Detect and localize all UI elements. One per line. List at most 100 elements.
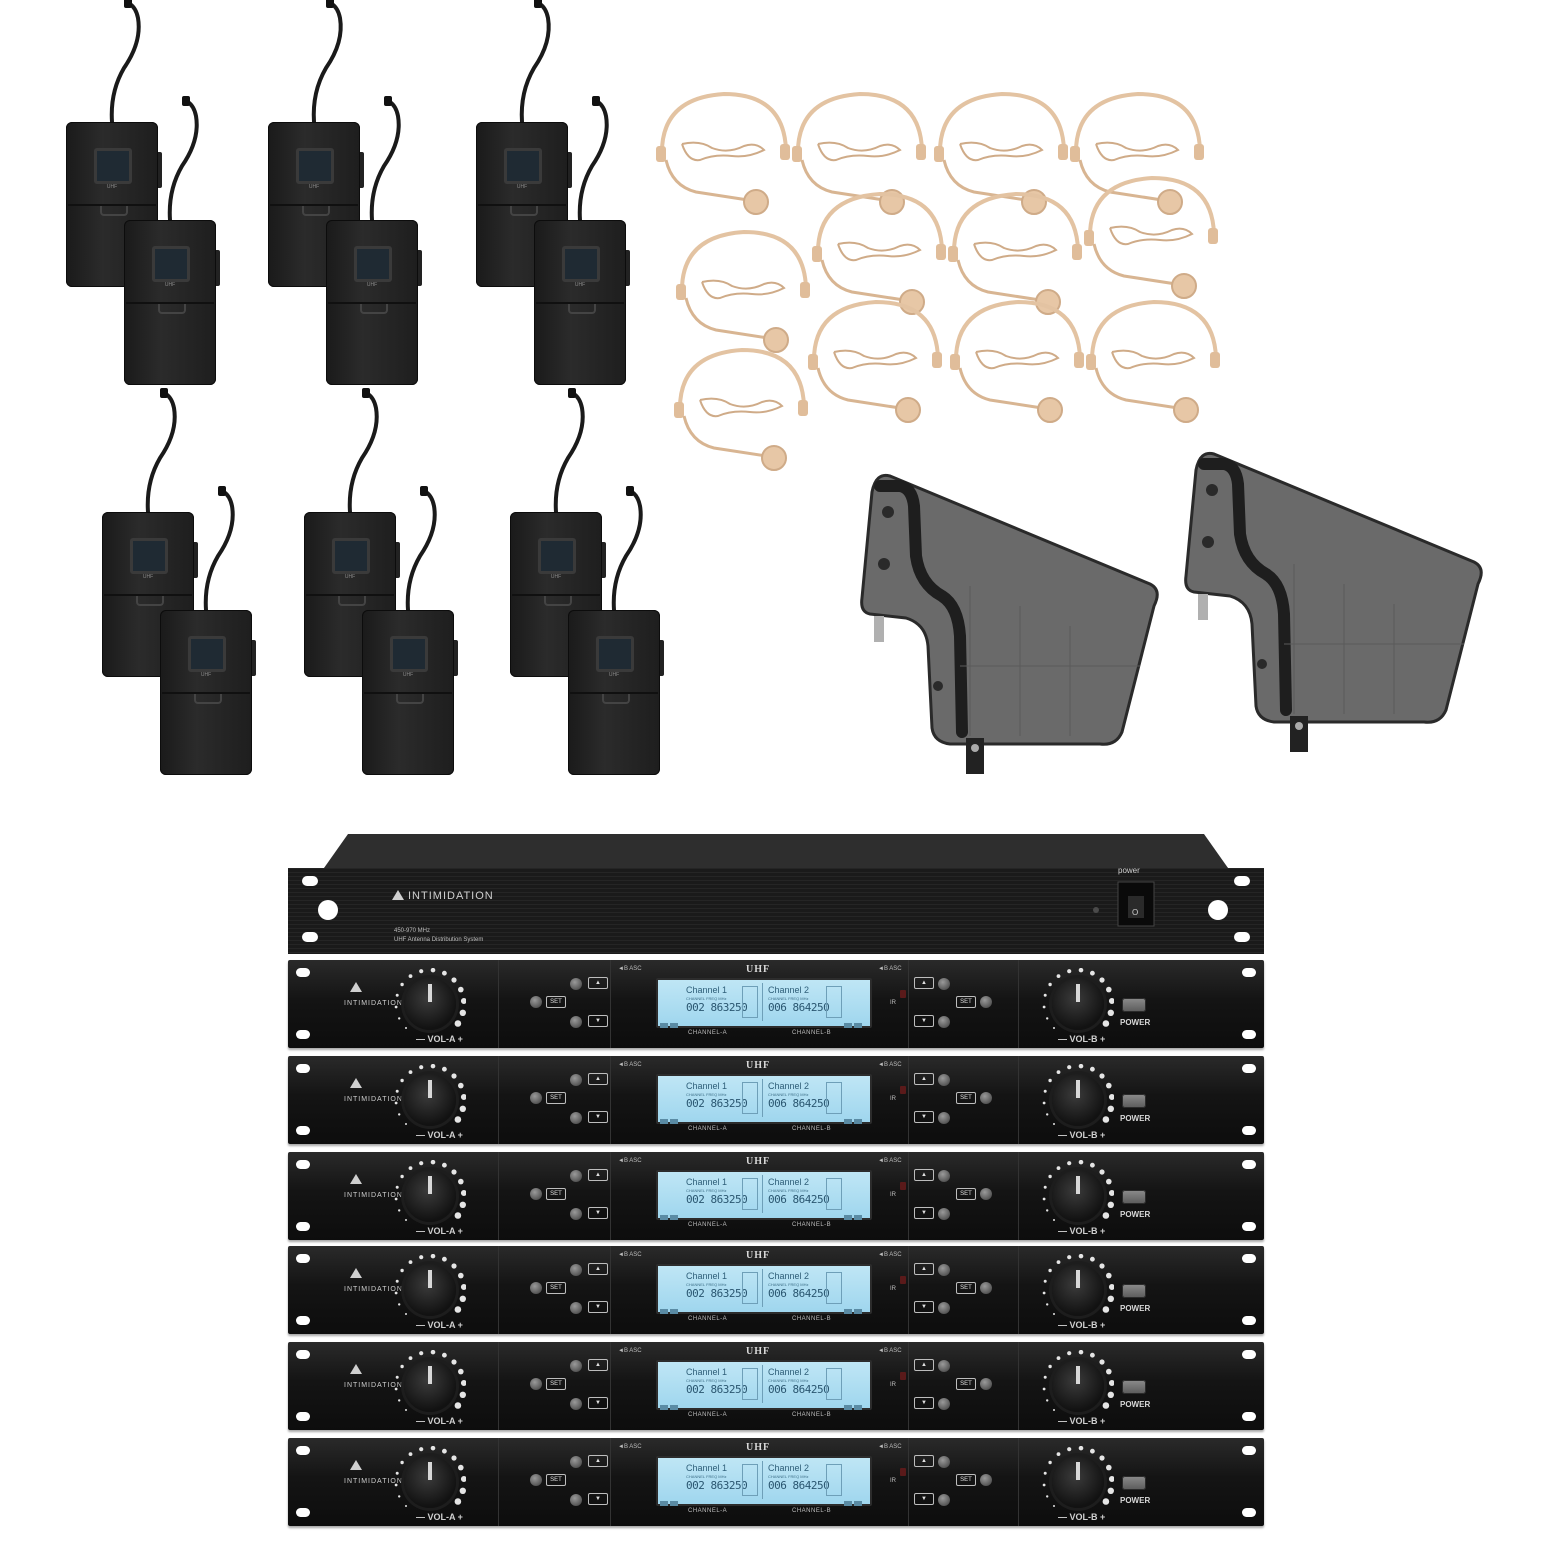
volume-b-knob[interactable] bbox=[1052, 1074, 1104, 1126]
set-a-button[interactable]: SET bbox=[546, 1378, 566, 1390]
receiver-power-button[interactable] bbox=[1122, 1094, 1146, 1108]
set-a-knob[interactable] bbox=[530, 1092, 542, 1104]
sync-b-button[interactable] bbox=[938, 1208, 950, 1220]
volume-b-knob[interactable] bbox=[1052, 1456, 1104, 1508]
headset-microphone bbox=[1086, 299, 1220, 423]
set-b-knob[interactable] bbox=[980, 1282, 992, 1294]
dist-subtitle: UHF Antenna Distribution System bbox=[394, 937, 484, 943]
set-b-button[interactable]: SET bbox=[956, 1092, 976, 1104]
sync-a-button[interactable] bbox=[570, 1208, 582, 1220]
set-a-knob[interactable] bbox=[530, 1474, 542, 1486]
scan-b-button[interactable] bbox=[938, 978, 950, 990]
down-a-button[interactable]: ▼ bbox=[588, 1301, 608, 1313]
up-a-button[interactable]: ▲ bbox=[588, 1455, 608, 1467]
down-a-button[interactable]: ▼ bbox=[588, 1493, 608, 1505]
set-b-button[interactable]: SET bbox=[956, 1474, 976, 1486]
down-b-button[interactable]: ▼ bbox=[914, 1111, 934, 1123]
scan-b-button[interactable] bbox=[938, 1170, 950, 1182]
down-a-button[interactable]: ▼ bbox=[588, 1015, 608, 1027]
set-b-knob[interactable] bbox=[980, 1092, 992, 1104]
down-b-button[interactable]: ▼ bbox=[914, 1207, 934, 1219]
set-a-button[interactable]: SET bbox=[546, 1092, 566, 1104]
up-a-button[interactable]: ▲ bbox=[588, 1263, 608, 1275]
lcd-display: Channel 1 CHANNEL FREQ MHz 002 863250 Ch… bbox=[656, 1456, 872, 1506]
up-b-button[interactable]: ▲ bbox=[914, 1073, 934, 1085]
sync-b-button[interactable] bbox=[938, 1494, 950, 1506]
scan-a-button[interactable] bbox=[570, 1170, 582, 1182]
set-b-knob[interactable] bbox=[980, 1474, 992, 1486]
scan-a-button[interactable] bbox=[570, 1074, 582, 1086]
receiver-power-button[interactable] bbox=[1122, 998, 1146, 1012]
volume-a-knob[interactable] bbox=[404, 1456, 456, 1508]
set-a-knob[interactable] bbox=[530, 996, 542, 1008]
receiver-power-button[interactable] bbox=[1122, 1380, 1146, 1394]
rack-ear-hole bbox=[296, 1316, 310, 1325]
volume-a-knob[interactable] bbox=[404, 1360, 456, 1412]
volume-a-knob[interactable] bbox=[404, 1074, 456, 1126]
up-b-button[interactable]: ▲ bbox=[914, 1263, 934, 1275]
up-a-button[interactable]: ▲ bbox=[588, 977, 608, 989]
down-b-button[interactable]: ▼ bbox=[914, 1015, 934, 1027]
volume-b-knob[interactable] bbox=[1052, 1360, 1104, 1412]
set-b-button[interactable]: SET bbox=[956, 996, 976, 1008]
set-b-knob[interactable] bbox=[980, 1378, 992, 1390]
volume-b-knob[interactable] bbox=[1052, 1264, 1104, 1316]
up-b-button[interactable]: ▲ bbox=[914, 977, 934, 989]
volume-a-label: — VOL-A + bbox=[416, 1034, 463, 1044]
set-b-button[interactable]: SET bbox=[956, 1378, 976, 1390]
receiver-power-button[interactable] bbox=[1122, 1284, 1146, 1298]
set-a-button[interactable]: SET bbox=[546, 996, 566, 1008]
scan-b-button[interactable] bbox=[938, 1074, 950, 1086]
down-b-button[interactable]: ▼ bbox=[914, 1301, 934, 1313]
down-a-button[interactable]: ▼ bbox=[588, 1397, 608, 1409]
up-b-button[interactable]: ▲ bbox=[914, 1359, 934, 1371]
set-a-knob[interactable] bbox=[530, 1188, 542, 1200]
set-a-button[interactable]: SET bbox=[546, 1188, 566, 1200]
sync-b-button[interactable] bbox=[938, 1398, 950, 1410]
set-b-button[interactable]: SET bbox=[956, 1188, 976, 1200]
down-a-button[interactable]: ▼ bbox=[588, 1111, 608, 1123]
set-a-button[interactable]: SET bbox=[546, 1282, 566, 1294]
up-a-button[interactable]: ▲ bbox=[588, 1359, 608, 1371]
scan-b-button[interactable] bbox=[938, 1456, 950, 1468]
scan-a-button[interactable] bbox=[570, 1456, 582, 1468]
scan-a-button[interactable] bbox=[570, 1264, 582, 1276]
receiver-brand: INTIMIDATION bbox=[344, 1096, 403, 1103]
set-a-knob[interactable] bbox=[530, 1378, 542, 1390]
down-a-button[interactable]: ▼ bbox=[588, 1207, 608, 1219]
scan-a-button[interactable] bbox=[570, 978, 582, 990]
down-b-button[interactable]: ▼ bbox=[914, 1397, 934, 1409]
sync-b-button[interactable] bbox=[938, 1016, 950, 1028]
sync-a-button[interactable] bbox=[570, 1398, 582, 1410]
up-a-button[interactable]: ▲ bbox=[588, 1073, 608, 1085]
set-b-button[interactable]: SET bbox=[956, 1282, 976, 1294]
volume-b-knob[interactable] bbox=[1052, 978, 1104, 1030]
volume-b-knob[interactable] bbox=[1052, 1170, 1104, 1222]
up-a-button[interactable]: ▲ bbox=[588, 1169, 608, 1181]
scan-a-button[interactable] bbox=[570, 1360, 582, 1372]
scan-b-button[interactable] bbox=[938, 1360, 950, 1372]
set-b-knob[interactable] bbox=[980, 996, 992, 1008]
up-b-button[interactable]: ▲ bbox=[914, 1169, 934, 1181]
sync-a-button[interactable] bbox=[570, 1494, 582, 1506]
volume-a-knob[interactable] bbox=[404, 1264, 456, 1316]
down-b-button[interactable]: ▼ bbox=[914, 1493, 934, 1505]
sync-a-button[interactable] bbox=[570, 1016, 582, 1028]
rack-ear-hole bbox=[296, 1030, 310, 1039]
volume-a-knob[interactable] bbox=[404, 1170, 456, 1222]
scan-b-button[interactable] bbox=[938, 1264, 950, 1276]
volume-a-knob[interactable] bbox=[404, 978, 456, 1030]
sync-b-button[interactable] bbox=[938, 1302, 950, 1314]
dist-power-switch[interactable]: O bbox=[1132, 908, 1139, 917]
receiver-power-button[interactable] bbox=[1122, 1476, 1146, 1490]
set-a-button[interactable]: SET bbox=[546, 1474, 566, 1486]
pack-label: UHF bbox=[608, 672, 620, 678]
set-b-knob[interactable] bbox=[980, 1188, 992, 1200]
receiver-power-button[interactable] bbox=[1122, 1190, 1146, 1204]
sync-b-button[interactable] bbox=[938, 1112, 950, 1124]
up-b-button[interactable]: ▲ bbox=[914, 1455, 934, 1467]
sync-a-button[interactable] bbox=[570, 1112, 582, 1124]
lcd-sub-2: CHANNEL FREQ MHz bbox=[768, 1378, 809, 1383]
sync-a-button[interactable] bbox=[570, 1302, 582, 1314]
set-a-knob[interactable] bbox=[530, 1282, 542, 1294]
